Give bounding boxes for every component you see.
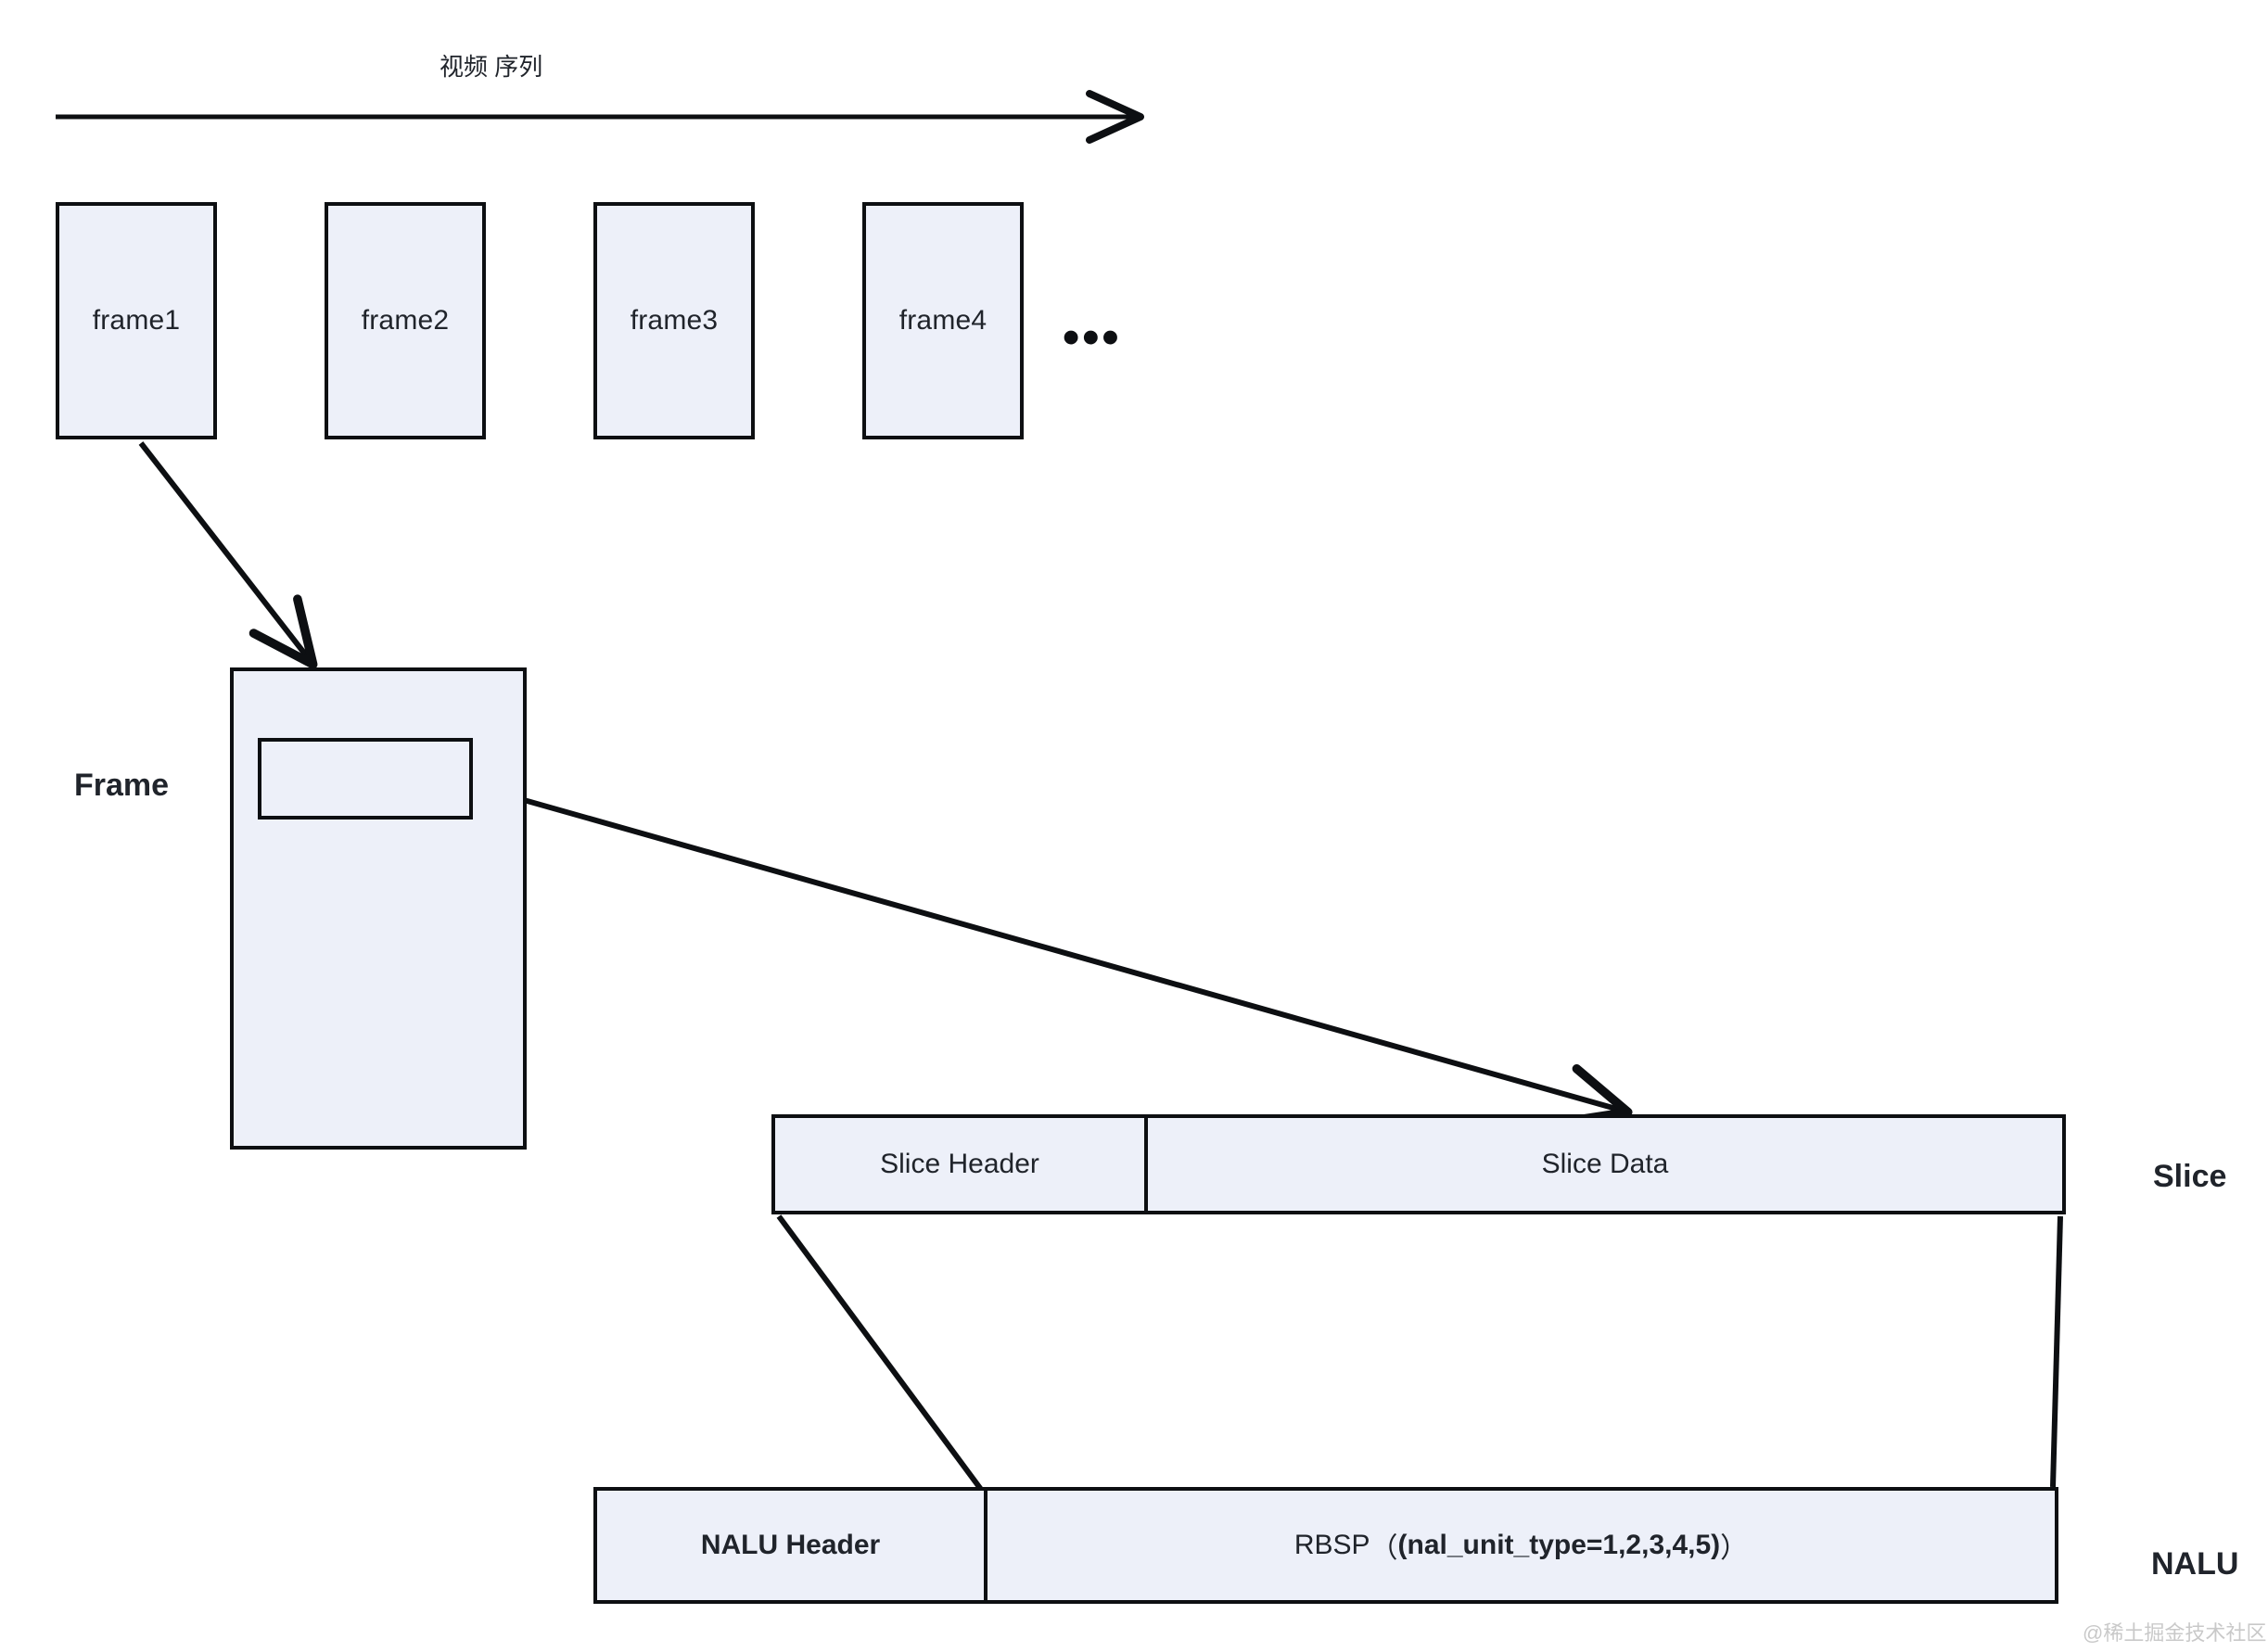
frame-box-label: frame4 [898,305,987,336]
slice-strip[interactable]: Slice Header Slice Data [771,1114,2066,1214]
slice-side-label: Slice [2153,1159,2227,1194]
frame-box-label: frame1 [92,305,181,336]
nalu-rbsp-cell[interactable]: RBSP （ (nal_unit_type=1,2,3,4,5) ） [987,1491,2055,1600]
rbsp-inner-label: (nal_unit_type=1,2,3,4,5) [1397,1530,1721,1560]
frame1-to-frame-arrow [138,441,318,669]
slice-to-nalu-right-connector [2050,1215,2063,1488]
rbsp-paren-close: ） [1720,1533,1749,1564]
frame-box-3[interactable]: frame3 [593,202,755,439]
frame-box-2[interactable]: frame2 [325,202,486,439]
nalu-side-label: NALU [2151,1546,2239,1582]
sequence-title: 视频 序列 [440,53,543,81]
rbsp-paren-open: （ [1370,1533,1398,1564]
nalu-strip[interactable]: NALU Header RBSP （ (nal_unit_type=1,2,3,… [593,1487,2058,1604]
slice-to-nalu-left-connector [776,1214,987,1496]
slice-data-label: Slice Data [1541,1149,1669,1179]
nalu-header-cell[interactable]: NALU Header [597,1491,987,1600]
frame-box-label: frame3 [630,305,719,336]
watermark: @稀土掘金技术社区 [2083,1621,2267,1645]
slice-region-rect[interactable] [258,738,473,820]
nalu-header-label: NALU Header [700,1530,881,1560]
slice-header-label: Slice Header [880,1149,1039,1179]
slice-header-cell[interactable]: Slice Header [775,1118,1148,1211]
frame-box-label: frame2 [361,305,450,336]
slice-region-to-slice-arrow [474,783,1633,1127]
rbsp-prefix-label: RBSP [1293,1530,1370,1560]
frame-box-1[interactable]: frame1 [56,202,217,439]
frames-ellipsis: ••• [1063,311,1122,364]
slice-data-cell[interactable]: Slice Data [1148,1118,2062,1211]
frame-detail-label: Frame [74,768,170,803]
frame-box-4[interactable]: frame4 [862,202,1024,439]
